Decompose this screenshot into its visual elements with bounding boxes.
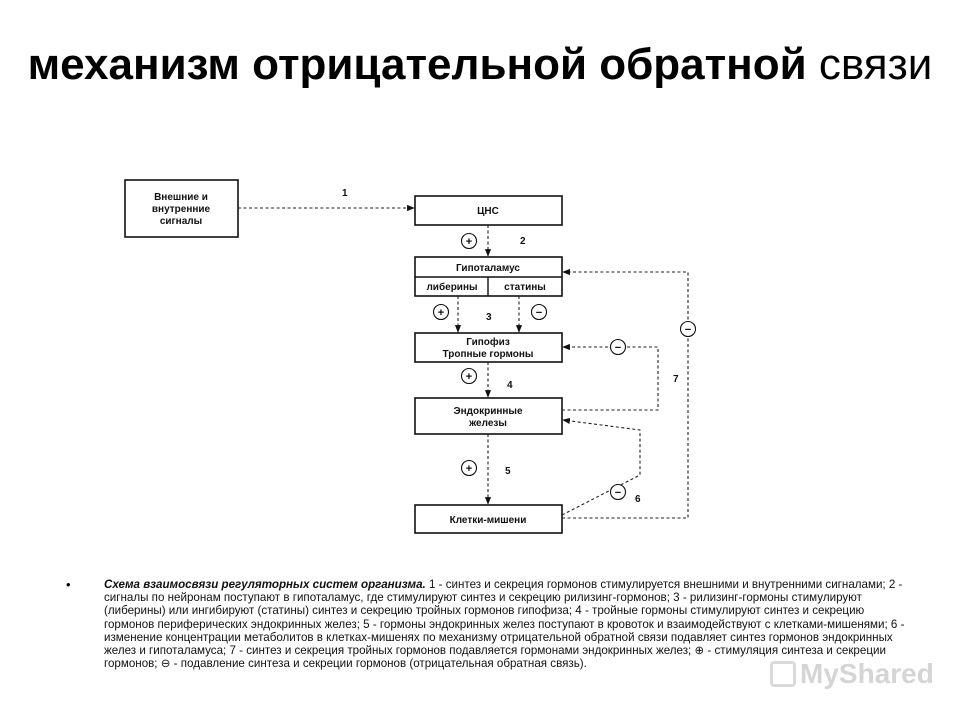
label-7: 7 xyxy=(673,374,679,385)
watermark-logo-icon xyxy=(770,661,796,687)
svg-text:−: − xyxy=(536,307,542,319)
box-external-signals xyxy=(124,179,239,238)
external-line-1: Внешние и xyxy=(154,192,208,203)
watermark: MyShared xyxy=(770,658,934,690)
pituitary-line-1: Гипофиз xyxy=(466,336,510,348)
external-line-3: сигналы xyxy=(160,216,202,227)
plus-sign-5: + xyxy=(460,459,478,477)
slide-title: механизм отрицательной обратной связи xyxy=(0,36,960,94)
title-bold: механизм отрицательной обратной xyxy=(27,40,807,89)
label-3: 3 xyxy=(486,312,492,323)
svg-text:−: − xyxy=(615,342,621,354)
endocrine-line-2: железы xyxy=(468,418,507,429)
caption-bullet: • xyxy=(66,577,71,592)
label-1: 1 xyxy=(342,188,348,199)
label-4: 4 xyxy=(507,380,513,391)
label-2: 2 xyxy=(520,236,526,247)
svg-text:+: + xyxy=(466,463,472,475)
label-6: 6 xyxy=(635,494,641,505)
diagram-caption: Схема взаимосвязи регуляторных систем ор… xyxy=(104,578,916,670)
svg-text:+: + xyxy=(466,371,472,383)
plus-sign-4: + xyxy=(460,367,478,385)
svg-text:+: + xyxy=(466,236,472,248)
box-endocrine xyxy=(414,397,563,435)
feedback-outer xyxy=(562,268,689,519)
statins-label: статины xyxy=(504,282,546,293)
plus-sign-2: + xyxy=(460,232,478,250)
svg-text:−: − xyxy=(685,324,691,336)
caption-text: 1 - синтез и секреция гормонов стимулиру… xyxy=(104,578,905,671)
minus-sign-6: − xyxy=(609,483,627,501)
feedback-7 xyxy=(562,343,659,411)
cns-label: ЦНС xyxy=(477,206,499,217)
label-5: 5 xyxy=(505,466,511,477)
svg-text:−: − xyxy=(615,487,621,499)
liberins-label: либерины xyxy=(426,281,477,293)
feedback-6 xyxy=(561,417,641,516)
hypothalamus-label: Гипоталамус xyxy=(456,263,520,274)
box-target-cells xyxy=(414,504,563,534)
target-cells-label: Клетки-мишени xyxy=(450,515,527,526)
plus-sign-3: + xyxy=(432,303,450,321)
endocrine-line-1: Эндокринные xyxy=(453,406,522,417)
minus-sign-7: − xyxy=(609,338,627,356)
pituitary-line-2: Тропные гормоны xyxy=(443,349,534,360)
box-cns xyxy=(414,195,563,226)
caption-lead: Схема взаимосвязи регуляторных систем ор… xyxy=(104,578,426,591)
minus-sign-outer: − xyxy=(679,320,697,338)
svg-text:+: + xyxy=(438,307,444,319)
minus-sign-statins: − xyxy=(530,303,548,321)
external-line-2: внутренние xyxy=(152,204,211,215)
title-normal: связи xyxy=(818,40,933,89)
watermark-text: MyShared xyxy=(800,658,934,689)
